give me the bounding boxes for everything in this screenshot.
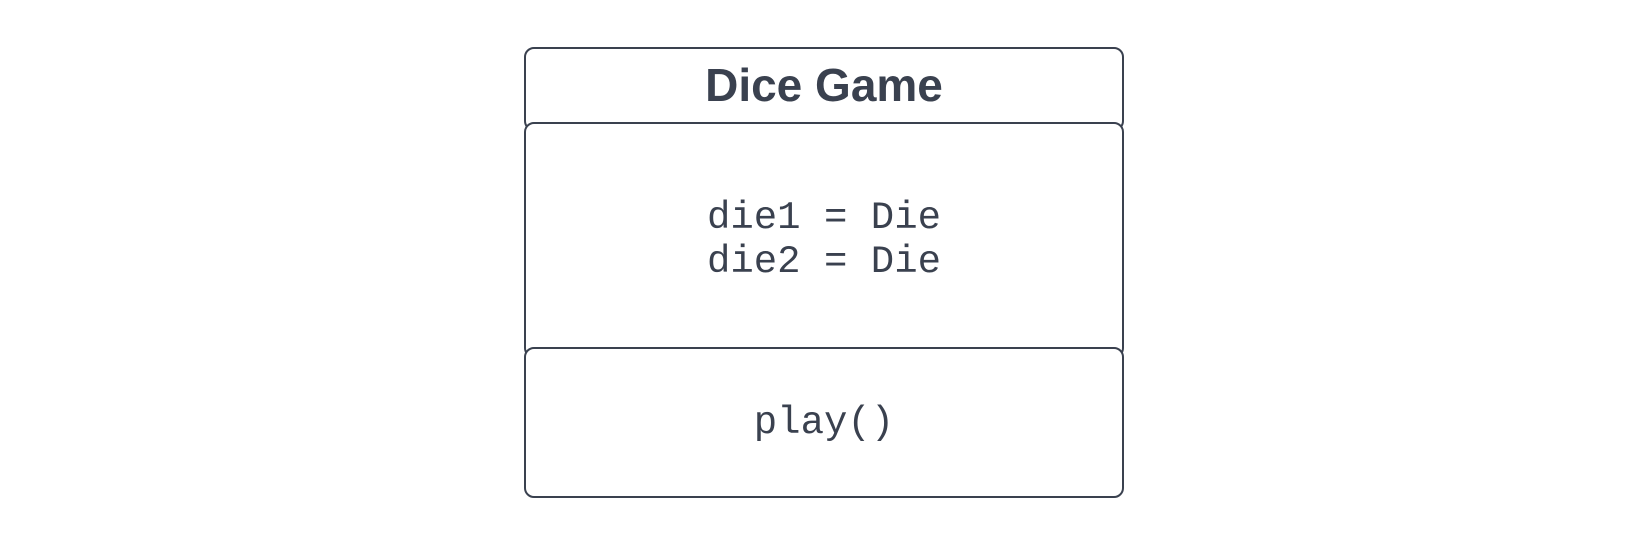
operation-list: play()	[754, 401, 894, 445]
attribute-item: die1 = Die	[706, 196, 942, 240]
uml-class-box[interactable]: Dice Game die1 = Die die2 = Die play()	[524, 47, 1124, 498]
attribute-list: die1 = Die die2 = Die	[707, 196, 941, 284]
operations-compartment: play()	[524, 347, 1124, 498]
operation-item: play()	[753, 400, 895, 445]
class-name-compartment: Dice Game	[524, 47, 1124, 131]
class-name: Dice Game	[705, 59, 943, 111]
attribute-item: die2 = Die	[706, 240, 942, 284]
attributes-compartment: die1 = Die die2 = Die	[524, 122, 1124, 358]
